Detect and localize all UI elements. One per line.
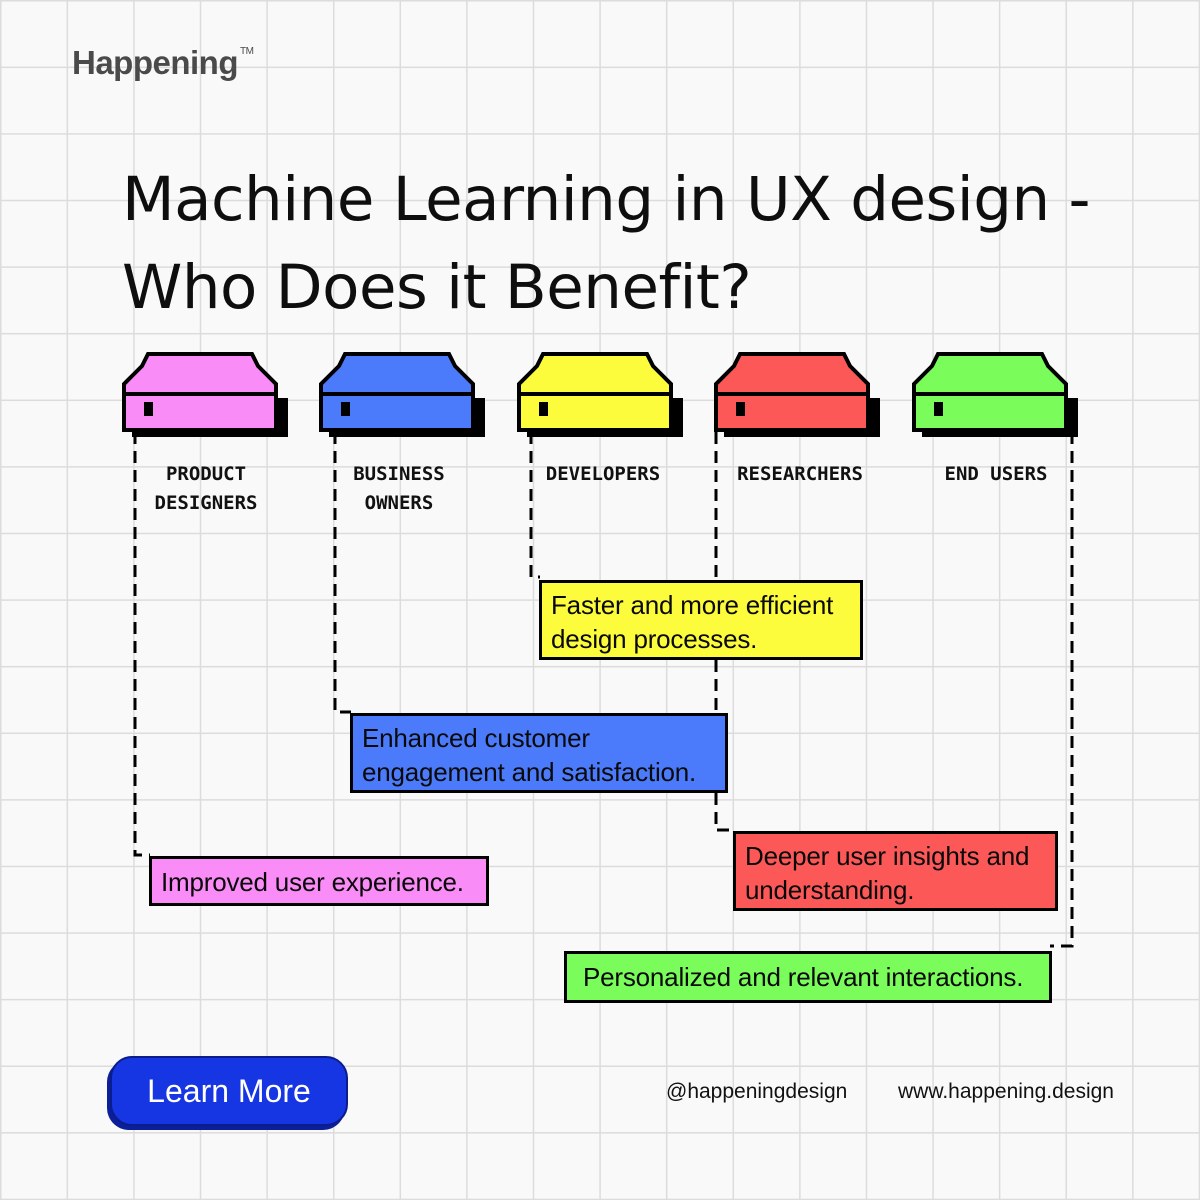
- device-slot: [736, 402, 745, 416]
- connector-product-designers: [133, 432, 150, 857]
- label-researchers: RESEARCHERS: [737, 463, 863, 485]
- title-line-1: Machine Learning in UX design -: [122, 164, 1091, 235]
- benefit-business-owners: Enhanced customer engagement and satisfa…: [350, 713, 728, 793]
- label-business-owners: BUSINESS OWNERS: [353, 463, 445, 514]
- device-icon-end-users: [912, 352, 1078, 437]
- label-end-users: END USERS: [944, 463, 1048, 485]
- connector-researchers: [714, 432, 734, 832]
- connector-lines: [133, 432, 1074, 948]
- device-top: [319, 352, 475, 396]
- device-icons: [122, 352, 1078, 437]
- brand-name: Happening: [72, 44, 239, 81]
- device-icon-business-owners: [319, 352, 485, 437]
- connector-end-users: [1050, 432, 1074, 948]
- device-top: [122, 352, 278, 396]
- website-link[interactable]: www.happening.design: [898, 1080, 1114, 1103]
- benefit-product-designers: Improved user experience.: [149, 856, 489, 906]
- device-icon-researchers: [714, 352, 880, 437]
- social-handle[interactable]: @happeningdesign: [666, 1080, 848, 1103]
- benefit-end-users: Personalized and relevant interactions.: [564, 951, 1052, 1003]
- device-icon-product-designers: [122, 352, 288, 437]
- connector-business-owners: [333, 432, 351, 714]
- label-developers: DEVELOPERS: [545, 463, 661, 485]
- device-slot: [144, 402, 153, 416]
- title-line-2: Who Does it Benefit?: [122, 252, 752, 323]
- device-top: [912, 352, 1068, 396]
- benefit-developers: Faster and more efficient design process…: [539, 580, 863, 660]
- connector-developers: [529, 432, 540, 579]
- benefit-researchers: Deeper user insights and understanding.: [733, 831, 1058, 911]
- learn-more-button[interactable]: Learn More: [110, 1056, 348, 1126]
- device-top: [714, 352, 870, 396]
- trademark-mark: TM: [240, 46, 254, 57]
- device-slot: [934, 402, 943, 416]
- page-title: Machine Learning in UX design - Who Does…: [122, 156, 1122, 332]
- device-top: [517, 352, 673, 396]
- device-slot: [539, 402, 548, 416]
- label-product-designers: PRODUCT DESIGNERS: [154, 463, 258, 514]
- device-icon-developers: [517, 352, 683, 437]
- device-slot: [341, 402, 350, 416]
